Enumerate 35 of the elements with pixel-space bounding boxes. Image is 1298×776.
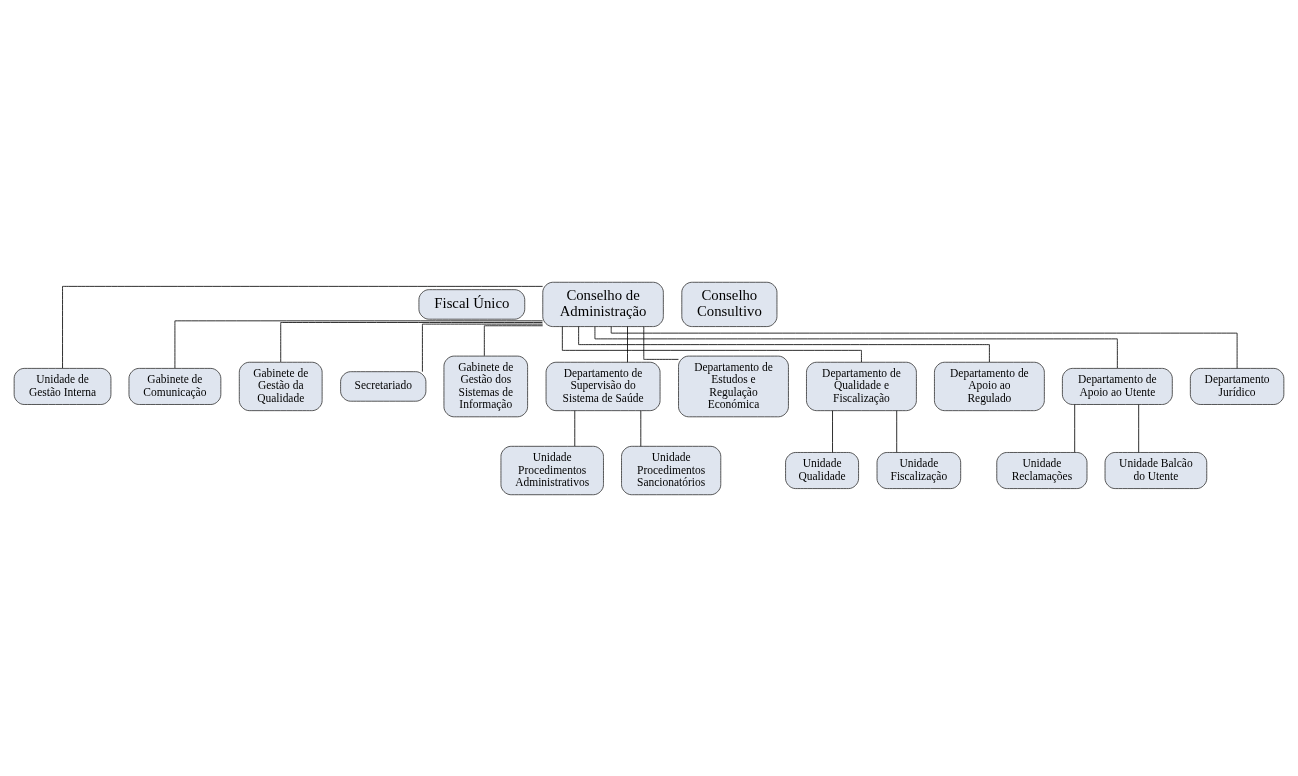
node-box: Unidade Balcão do Utente: [1104, 451, 1208, 489]
node-box: Gabinete de Gestão dos Sistemas de Informação: [443, 355, 528, 417]
node-box: Unidade de Gestão Interna: [13, 367, 112, 405]
node-box: Secretariado: [340, 370, 427, 402]
connector: [643, 325, 679, 360]
node-box: Departamento de Qualidade e Fiscalização: [806, 361, 917, 411]
connector: [896, 409, 898, 453]
node-box: Departamento Jurídico: [1189, 367, 1285, 405]
connector: [280, 321, 543, 362]
node-box: Gabinete de Gestão da Qualidade: [238, 361, 323, 411]
connector: [483, 324, 544, 356]
node-box: Fiscal Único: [418, 288, 526, 320]
connector: [422, 323, 544, 372]
connector: [174, 319, 544, 369]
connector: [578, 325, 990, 363]
node-box: Conselho Consultivo: [681, 281, 778, 327]
node-box: Unidade Qualidade: [785, 451, 859, 489]
node-box: Conselho de Administração: [542, 281, 664, 327]
connector: [1074, 403, 1076, 453]
node-box: Unidade Reclamações: [996, 451, 1088, 489]
node-box: Gabinete de Comunicação: [128, 367, 222, 405]
node-box: Departamento de Supervisão do Sistema de Saúde: [545, 361, 661, 411]
node-box: Unidade Procedimentos Sancionatórios: [621, 445, 722, 495]
connector: [594, 325, 1118, 369]
connector: [62, 285, 544, 369]
node-box: Unidade Fiscalização: [876, 451, 962, 489]
node-box: Unidade Procedimentos Administrativos: [500, 445, 604, 495]
connector: [610, 325, 1238, 369]
connector: [627, 325, 628, 363]
connector: [561, 325, 862, 363]
node-box: Departamento de Apoio ao Regulado: [934, 361, 1045, 411]
node-box: Departamento de Apoio ao Utente: [1062, 367, 1173, 405]
node-box: Departamento de Estudos e Regulação Económica: [678, 355, 789, 417]
connector: [1138, 403, 1140, 453]
connector: [832, 409, 833, 453]
